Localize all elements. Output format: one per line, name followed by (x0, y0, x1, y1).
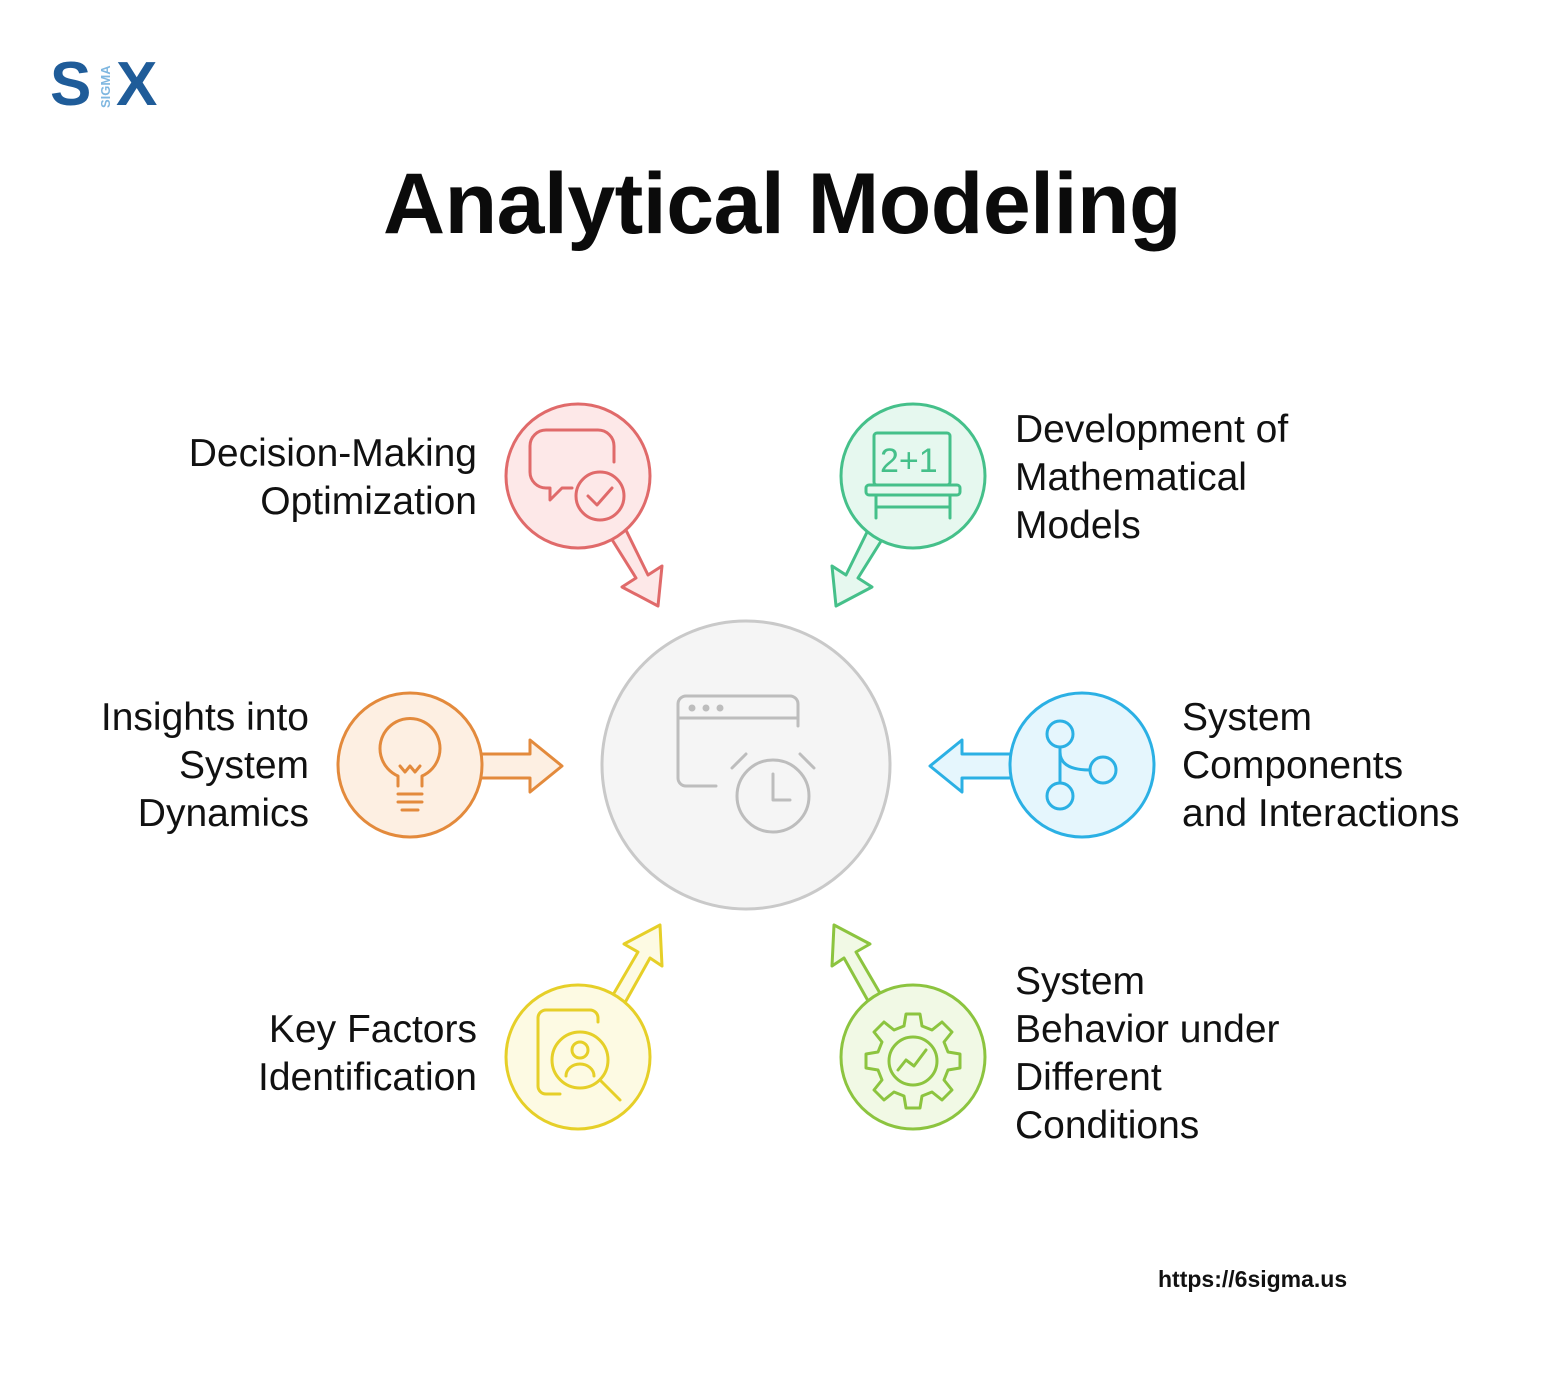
label-line: Dynamics (137, 792, 309, 835)
label-behavior: System Behavior under Different Conditio… (1015, 958, 1280, 1150)
label-development: Development of Mathematical Models (1015, 406, 1288, 550)
label-line: Components (1182, 744, 1404, 787)
branch-nodes-icon (1045, 719, 1118, 811)
label-line: System (178, 744, 309, 787)
logo-letter-x: X (116, 50, 157, 112)
person-search-icon (536, 1008, 622, 1102)
label-line: and Interactions (1182, 792, 1460, 835)
label-line: Models (1015, 504, 1141, 547)
label-line: Identification (258, 1056, 477, 1099)
label-decision: Decision-Making Optimization (189, 430, 477, 526)
node-decision (504, 402, 664, 608)
label-line: Behavior under (1015, 1008, 1280, 1051)
label-line: Decision-Making (188, 432, 477, 475)
footer-url: https://6sigma.us (1158, 1266, 1348, 1292)
speech-bubble-check-icon (528, 428, 626, 522)
svg-text:2+1: 2+1 (880, 442, 938, 480)
node-behavior (830, 923, 987, 1131)
center-hub (600, 619, 892, 911)
lightbulb-icon (378, 717, 442, 812)
label-line: Different (1015, 1056, 1162, 1099)
logo-sigma-vertical: SIGMA (98, 65, 113, 108)
label-components: System Components and Interactions (1182, 694, 1460, 838)
node-components (928, 691, 1156, 839)
page-title: Analytical Modeling (382, 156, 1182, 252)
logo-letter-s: S (50, 50, 91, 112)
label-line: Development of (1015, 408, 1289, 451)
label-line: Conditions (1015, 1104, 1200, 1147)
chalkboard-math-icon: 2+1 (864, 431, 962, 520)
label-line: Optimization (260, 480, 477, 523)
label-line: Key Factors (268, 1008, 477, 1051)
node-development: 2+1 (830, 402, 987, 608)
node-insights (336, 691, 564, 839)
label-line: Mathematical (1015, 456, 1247, 499)
gear-chart-icon (864, 1012, 962, 1110)
label-keyfactors: Key Factors Identification (258, 1006, 477, 1102)
label-line: System (1182, 696, 1313, 739)
label-insights: Insights into System Dynamics (101, 694, 309, 838)
label-line: Insights into (100, 696, 309, 739)
node-keyfactors (504, 923, 664, 1131)
label-line: System (1015, 960, 1146, 1003)
browser-clock-icon (676, 694, 816, 834)
sixsigma-logo: S X SIGMA (50, 50, 157, 112)
